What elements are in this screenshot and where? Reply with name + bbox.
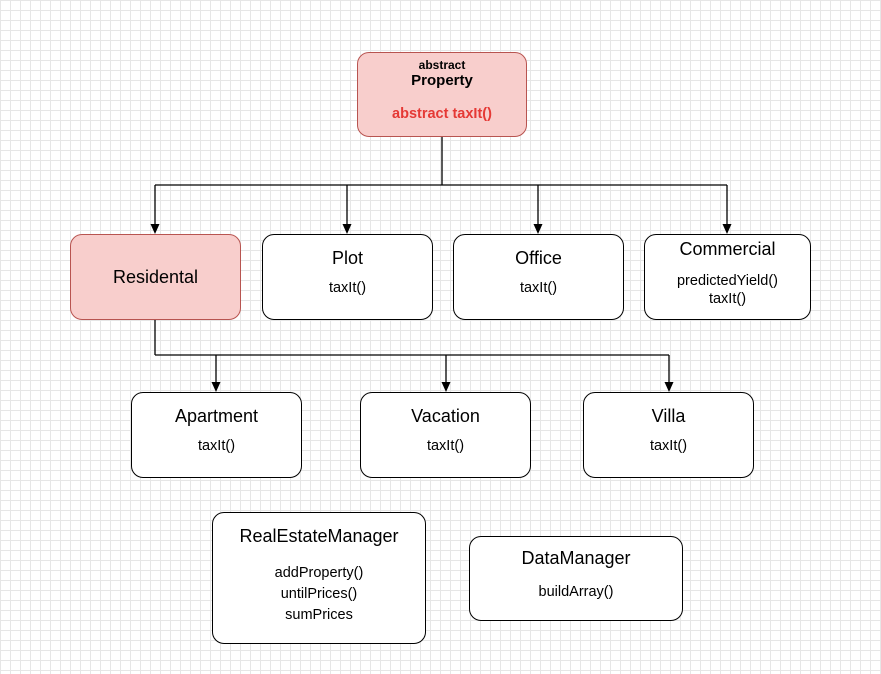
- office-method: taxIt(): [519, 280, 558, 296]
- property-stereotype: abstract: [418, 58, 466, 72]
- plot-class-name: Plot: [331, 248, 364, 268]
- data-manager-class-name: DataManager: [521, 548, 631, 568]
- data-manager-method: buildArray(): [538, 584, 614, 600]
- real-estate-manager-methods: addProperty() untilPrices() sumPrices: [213, 564, 425, 624]
- residental-class-box: Residental: [70, 234, 241, 320]
- commercial-class-box: Commercial predictedYield() taxIt(): [644, 234, 811, 320]
- arrowhead-apartment: [211, 382, 221, 392]
- arrowhead-villa: [664, 382, 674, 392]
- real-estate-manager-method: addProperty(): [274, 565, 364, 581]
- real-estate-manager-class-box: RealEstateManager addProperty() untilPri…: [212, 512, 426, 644]
- residental-class-name: Residental: [112, 267, 199, 287]
- real-estate-manager-method: untilPrices(): [280, 586, 358, 602]
- property-class-box: abstract Property abstract taxIt(): [357, 52, 527, 137]
- office-class-name: Office: [515, 248, 562, 268]
- plot-method: taxIt(): [328, 280, 367, 296]
- arrowhead-plot: [342, 224, 352, 234]
- commercial-methods: predictedYield() taxIt(): [645, 272, 810, 308]
- office-methods: taxIt(): [454, 279, 623, 297]
- commercial-method: predictedYield(): [676, 273, 778, 289]
- apartment-class-box: Apartment taxIt(): [131, 392, 302, 478]
- vacation-class-box: Vacation taxIt(): [360, 392, 531, 478]
- plot-class-box: Plot taxIt(): [262, 234, 433, 320]
- arrowhead-office: [533, 224, 543, 234]
- data-manager-class-box: DataManager buildArray(): [469, 536, 683, 621]
- real-estate-manager-method: sumPrices: [285, 607, 353, 623]
- villa-methods: taxIt(): [584, 437, 753, 455]
- office-class-box: Office taxIt(): [453, 234, 624, 320]
- arrowhead-residental: [150, 224, 160, 234]
- vacation-class-name: Vacation: [411, 406, 480, 426]
- apartment-methods: taxIt(): [132, 437, 301, 455]
- apartment-class-name: Apartment: [174, 406, 259, 426]
- commercial-method: taxIt(): [708, 291, 747, 307]
- plot-methods: taxIt(): [263, 279, 432, 297]
- villa-method: taxIt(): [649, 438, 688, 454]
- arrowhead-vacation: [441, 382, 451, 392]
- villa-class-box: Villa taxIt(): [583, 392, 754, 478]
- villa-class-name: Villa: [651, 406, 686, 426]
- vacation-methods: taxIt(): [361, 437, 530, 455]
- property-class-name: Property: [411, 72, 473, 89]
- property-abstract-method: abstract taxIt(): [392, 106, 492, 122]
- apartment-method: taxIt(): [197, 438, 236, 454]
- real-estate-manager-class-name: RealEstateManager: [239, 526, 399, 546]
- data-manager-methods: buildArray(): [470, 583, 682, 601]
- vacation-method: taxIt(): [426, 438, 465, 454]
- arrowhead-commercial: [722, 224, 732, 234]
- commercial-class-name: Commercial: [679, 239, 776, 259]
